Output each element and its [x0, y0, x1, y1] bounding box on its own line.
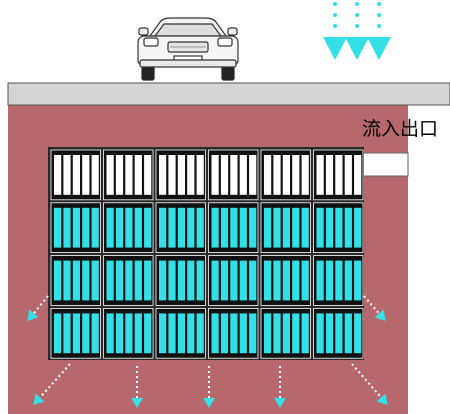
empty-cell — [313, 149, 364, 201]
infiltration-arrow-icon — [274, 366, 286, 408]
storage-grid — [48, 147, 364, 360]
water-cell — [313, 307, 364, 359]
empty-cell — [260, 149, 311, 201]
inflow-outflow-pipe — [362, 152, 409, 177]
water-cell — [155, 255, 206, 306]
water-cell — [50, 202, 101, 254]
empty-cell — [155, 149, 206, 201]
water-cell — [208, 307, 259, 359]
water-cell — [260, 307, 311, 359]
water-cell — [103, 202, 154, 254]
water-cell — [103, 255, 154, 306]
infiltration-arrow-icon — [27, 295, 49, 322]
water-cell — [50, 307, 101, 359]
infiltration-arrow-icon — [33, 363, 71, 405]
water-cell — [50, 255, 101, 306]
water-cell — [155, 307, 206, 359]
water-cell — [260, 255, 311, 306]
rain-icon — [323, 2, 391, 60]
water-cell — [313, 255, 364, 306]
empty-cell — [208, 149, 259, 201]
infiltration-arrow-icon — [363, 295, 386, 322]
empty-cell — [50, 149, 101, 201]
water-cell — [208, 202, 259, 254]
infiltration-arrow-icon — [131, 366, 143, 408]
water-cell — [260, 202, 311, 254]
inlet-outlet-label: 流入出口 — [362, 118, 439, 140]
water-cell — [103, 307, 154, 359]
empty-cell — [103, 149, 154, 201]
infiltration-arrows — [27, 295, 388, 408]
water-cell — [208, 255, 259, 306]
car-icon — [137, 17, 239, 81]
road-surface — [7, 82, 450, 106]
water-cell — [313, 202, 364, 254]
infiltration-arrow-icon — [351, 363, 388, 406]
water-cell — [155, 202, 206, 254]
infiltration-arrow-icon — [203, 366, 215, 408]
